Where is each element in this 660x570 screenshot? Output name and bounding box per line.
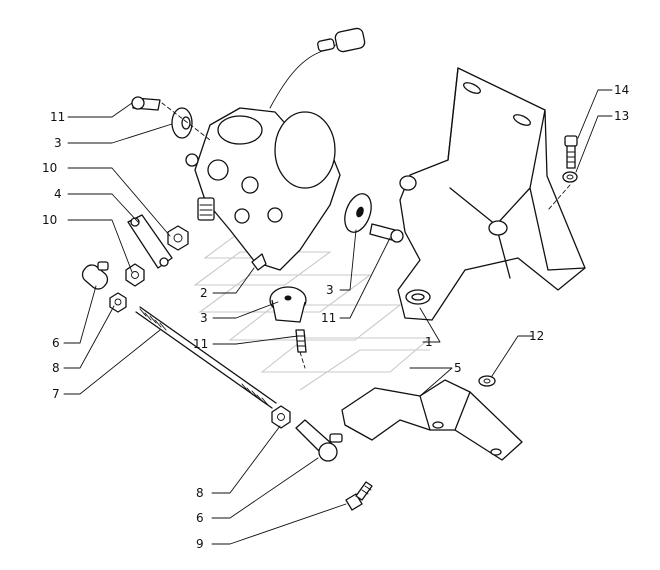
part-4-link-plate [127, 214, 173, 269]
part-8-nut-upper [109, 292, 127, 313]
callout-7: 7 [52, 387, 60, 401]
part-6-ball-joint-lower [295, 419, 343, 462]
part-14-bolt [564, 135, 578, 169]
leader-lines [63, 89, 613, 545]
callout-2: 2 [200, 286, 208, 300]
part-10-nut-lower [125, 263, 145, 287]
part-13-washer [562, 171, 578, 183]
callout-11: 11 [193, 337, 208, 351]
part-3-spacer-low [269, 286, 307, 323]
callout-5: 5 [454, 361, 462, 375]
part-9-bolt [345, 481, 373, 511]
part-11-bolt-mid [369, 223, 404, 243]
callout-3: 3 [200, 311, 208, 325]
callout-14: 14 [614, 83, 629, 97]
callout-11: 11 [50, 110, 65, 124]
callout-1: 1 [425, 335, 433, 349]
callout-3: 3 [326, 283, 334, 297]
part-7-threaded-rod [135, 306, 277, 409]
part-10-nut-upper [167, 225, 189, 251]
callout-10: 10 [42, 161, 57, 175]
callouts: 11 3 10 4 10 6 8 7 2 3 11 3 11 1 5 12 14… [42, 83, 629, 551]
part-11-bolt-low [295, 329, 307, 353]
actuator-motor [185, 27, 366, 271]
callout-6: 6 [52, 336, 60, 350]
part-8-nut-lower [271, 405, 291, 429]
watermark-chevrons [193, 231, 432, 391]
callout-13: 13 [614, 109, 629, 123]
callout-6: 6 [196, 511, 204, 525]
callout-11: 11 [321, 311, 336, 325]
callout-12: 12 [529, 329, 544, 343]
callout-8: 8 [52, 361, 60, 375]
part-3-spacer-mid [344, 193, 372, 233]
assembly-axes [161, 102, 571, 369]
part-11-bolt-top [131, 96, 161, 111]
callout-10: 10 [42, 213, 57, 227]
callout-3: 3 [54, 136, 62, 150]
part-12-washer [478, 375, 496, 387]
part-5-lower-bracket [341, 379, 523, 461]
part-6-ball-joint-upper [81, 261, 109, 290]
part-1-bracket [397, 67, 586, 321]
callout-4: 4 [54, 187, 62, 201]
callout-9: 9 [196, 537, 204, 551]
callout-8: 8 [196, 486, 204, 500]
